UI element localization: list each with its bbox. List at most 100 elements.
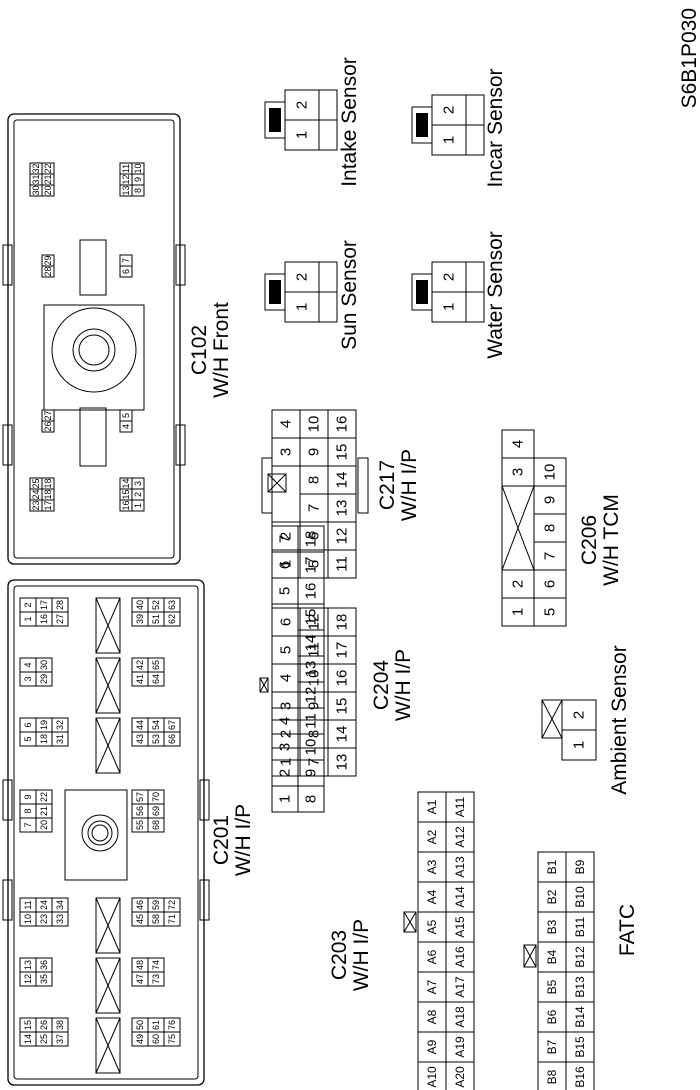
pin-label: 23 xyxy=(39,914,49,924)
pin-label: 71 xyxy=(167,914,177,924)
c206-name: C206 xyxy=(578,515,601,565)
pin-label: B12 xyxy=(573,946,587,968)
pin-15: 15 xyxy=(334,698,351,715)
pin-label: 34 xyxy=(55,900,65,910)
c201-desc: W/H I/P xyxy=(232,804,255,876)
pin-label: 10 xyxy=(23,914,33,924)
pin-label: 55 xyxy=(135,820,145,830)
pin-cell xyxy=(131,499,145,512)
pin-4: 4 xyxy=(278,420,295,428)
pin-label: 67 xyxy=(167,720,177,730)
pin-label: B10 xyxy=(573,886,587,908)
pin-cell xyxy=(35,789,53,805)
pin-label: 45 xyxy=(135,914,145,924)
pin-label: 68 xyxy=(151,820,161,830)
pin-label: 63 xyxy=(167,600,177,610)
pin-label: 2 xyxy=(441,106,458,114)
pin-label: 1 xyxy=(441,136,458,144)
c217-desc: W/H I/P xyxy=(398,449,421,521)
pin-cell xyxy=(465,261,485,293)
pin-11: 11 xyxy=(334,556,351,572)
pin-label: 2 xyxy=(510,580,527,588)
pin-label: 18 xyxy=(39,734,49,744)
blank-cavity xyxy=(95,597,121,654)
pin-label: 1 xyxy=(294,303,311,311)
figure-code: S6B1P030 xyxy=(678,8,700,108)
pin-5: 5 xyxy=(306,560,323,568)
pin-label: 76 xyxy=(167,1020,177,1030)
pin-cell xyxy=(51,897,69,913)
pin-label: 26 xyxy=(39,1020,49,1030)
pin-label: 6 xyxy=(121,269,131,274)
pin-label: A17 xyxy=(453,976,467,998)
pin-label: 2 xyxy=(441,273,458,281)
pin-label: B9 xyxy=(573,859,587,874)
c204-desc: W/H I/P xyxy=(392,649,415,721)
pin-label: 1 xyxy=(23,616,33,621)
pin-label: 21 xyxy=(39,806,49,816)
pin-label: 5 xyxy=(23,736,33,741)
intake-sensor-label: Intake Sensor xyxy=(338,57,361,187)
pin-label: 48 xyxy=(135,960,145,970)
pin-cell xyxy=(147,657,165,673)
pin-label: A4 xyxy=(425,889,439,904)
c102-desc: W/H Front xyxy=(210,302,233,398)
pin-label: 1 xyxy=(571,741,588,749)
blank-cavity xyxy=(95,1017,121,1074)
pin-label: 62 xyxy=(167,614,177,624)
pin-label: 33 xyxy=(55,914,65,924)
pin-label: 1 xyxy=(133,503,143,508)
pin-cell xyxy=(51,1017,69,1033)
pin-label: 46 xyxy=(135,900,145,910)
pin-label: 53 xyxy=(151,734,161,744)
pin-label: 18 xyxy=(303,531,320,548)
pin-cell xyxy=(318,261,338,293)
pin-4: 4 xyxy=(278,674,295,682)
pin-6: 6 xyxy=(278,618,295,626)
pin-label: 58 xyxy=(151,914,161,924)
pin-label: 49 xyxy=(135,1034,145,1044)
pin-label: 39 xyxy=(135,614,145,624)
pin-label: 2 xyxy=(294,273,311,281)
pin-label: 15 xyxy=(303,609,320,626)
pin-16: 16 xyxy=(334,416,351,433)
pin-label: 10 xyxy=(542,464,559,481)
pin-label: 74 xyxy=(151,960,161,970)
pin-label: 17 xyxy=(39,600,49,610)
pin-label: 54 xyxy=(151,720,161,730)
pin-label: 22 xyxy=(39,792,49,802)
pin-8: 8 xyxy=(306,476,323,484)
pin-label: 7 xyxy=(121,258,131,263)
pin-cell xyxy=(465,94,485,126)
pin-label: A18 xyxy=(453,1006,467,1028)
pin-label: 3 xyxy=(23,676,33,681)
pin-label: 12 xyxy=(303,687,320,704)
pin-label: 57 xyxy=(135,792,145,802)
pin-label: 32 xyxy=(31,163,41,173)
pin-label: B7 xyxy=(545,1039,559,1054)
pin-label: A14 xyxy=(453,886,467,908)
pin-label: A20 xyxy=(453,1066,467,1088)
pin-label: 47 xyxy=(135,974,145,984)
pin-label: 25 xyxy=(39,1034,49,1044)
pin-label: 7 xyxy=(23,822,33,827)
incar-sensor-connector: 12 xyxy=(411,94,485,156)
pin-cell xyxy=(35,657,53,673)
pin-label: 41 xyxy=(135,674,145,684)
pin-label: 56 xyxy=(135,806,145,816)
pin-label: 17 xyxy=(303,557,320,574)
pin-label: 9 xyxy=(303,769,320,777)
pin-label: A5 xyxy=(425,919,439,934)
pin-cell xyxy=(119,420,133,433)
pin-label: 35 xyxy=(39,974,49,984)
pin-label: B5 xyxy=(545,979,559,994)
c201-name: C201 xyxy=(210,815,233,865)
pin-2: 2 xyxy=(278,730,295,738)
pin-label: B16 xyxy=(573,1066,587,1088)
pin-label: 1 xyxy=(294,131,311,139)
pin-cell xyxy=(35,957,53,973)
pin-label: A7 xyxy=(425,979,439,994)
pin-cell xyxy=(131,184,145,197)
